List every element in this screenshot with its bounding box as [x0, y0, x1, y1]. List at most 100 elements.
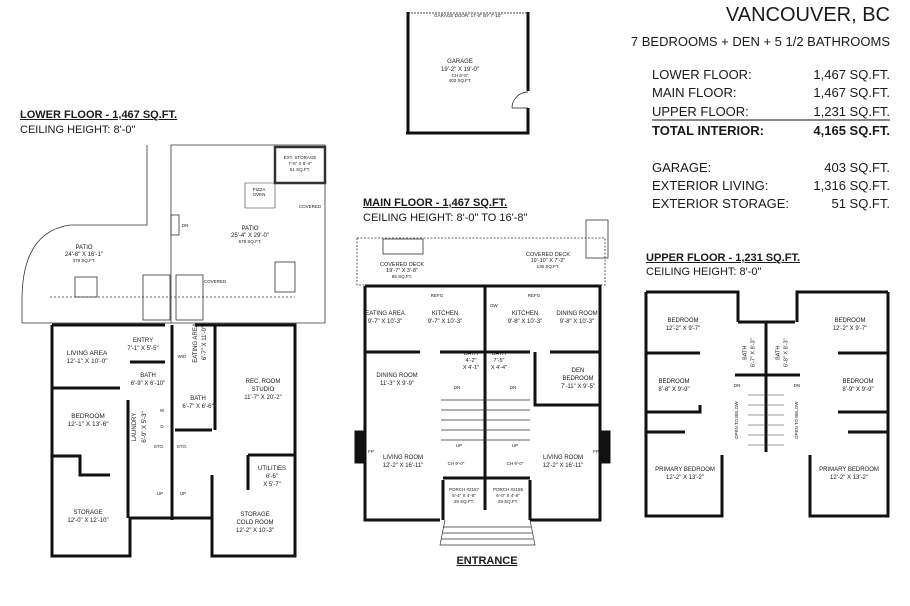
room-bedroom: BEDROOM	[71, 413, 105, 420]
room-dining-right: DINING ROOM	[556, 311, 598, 317]
room-bath-left: BATH	[742, 345, 749, 360]
room-dims: 12'-2" X 16'-11"	[542, 463, 584, 469]
room-area: 29 SQ.FT.	[497, 499, 519, 504]
entrance-stairs	[439, 399, 536, 546]
main-floor-outline	[356, 219, 609, 286]
room-dims: 12'-1" X 13'-6"	[67, 421, 109, 428]
garage-door-label: GARAGE DOOR: 17'-8" BY 7'-10"	[434, 13, 502, 18]
lower-title-text: LOWER FLOOR - 1,467 SQ.FT.	[20, 109, 178, 121]
room-dims: 11'-7" X 20'-2"	[244, 395, 282, 401]
room-dims: 12'-1" X 10'-0"	[66, 358, 108, 365]
garage-dims: 19'-2" X 19'-0"	[441, 67, 479, 73]
room-area: 136 SQ.FT.	[536, 264, 560, 269]
room-bath: BATH	[140, 373, 156, 379]
rooms-summary: 7 BEDROOMS + DEN + 5 1/2 BATHROOMS	[630, 34, 890, 49]
room-dims: 7'-1" X 5'-5"	[127, 346, 159, 352]
room-dims: 12'-2" X 9'-7"	[665, 326, 701, 332]
room-den: DEN	[571, 368, 585, 374]
room-dims: 9'-7" X 10'-3"	[367, 319, 403, 325]
room-area: 379 SQ.FT.	[72, 258, 96, 263]
stat-label: EXTERIOR LIVING:	[652, 178, 769, 193]
room-dims: 7'-11" X 9'-5"	[560, 384, 596, 390]
room-primary-bedroom: PRIMARY BEDROOM	[819, 467, 879, 473]
room-dims: 8'-8" X 9'-9"	[658, 387, 690, 393]
room-dims: 24'-8" X 16'-1"	[65, 252, 103, 258]
garage-area: 403 SQ.FT.	[448, 78, 472, 83]
lower-floor-walls	[50, 323, 297, 558]
room-dims: X 5'-7"	[263, 482, 281, 488]
room-eating-area: EATING AREA	[365, 311, 405, 317]
fp-note: FP	[368, 449, 374, 454]
room-dims: 12'-2" X 10'-3"	[236, 528, 274, 534]
room-dims: 6'-8" X 8'-3"	[783, 338, 790, 368]
covered-note: COVERED	[203, 279, 227, 284]
room-storage-cold: STORAGE	[240, 512, 270, 518]
room-utilities: UTILITIES	[257, 466, 287, 472]
room-dims: 12'-2" X 9'-7"	[832, 326, 868, 332]
room-den-bedroom: BEDROOM	[562, 376, 594, 382]
upper-floor-ceiling: CEILING HEIGHT: 8'-0"	[646, 266, 762, 278]
stat-value: 1,467 SQ.FT.	[813, 85, 890, 100]
room-dims: 8'-9" X 9'-9"	[842, 387, 874, 393]
pizza-oven: PIZZA OVEN	[252, 187, 266, 197]
room-entry: ENTRY	[132, 338, 154, 344]
room-living-area: LIVING AREA	[66, 350, 108, 357]
open-to-below: OPEN TO BELOW	[793, 401, 799, 440]
room-rec-room: REC. ROOM	[245, 379, 281, 385]
stat-value: 1,316 SQ.FT.	[813, 178, 890, 193]
room-dims: 25'-4" X 29'-0"	[231, 233, 269, 239]
lower-floor-title: LOWER FLOOR - 1,467 SQ.FT.	[20, 110, 177, 121]
wd-note: W/D	[177, 354, 187, 359]
room-dims: 12'-2" X 13'-2"	[666, 475, 704, 481]
main-floor-walls	[354, 284, 611, 522]
up-note: UP	[455, 443, 463, 448]
upper-floor-walls	[644, 290, 890, 518]
dw-note: DW	[490, 303, 498, 308]
ch-note: CH 9'-0"	[506, 461, 524, 466]
room-bedroom: BEDROOM	[658, 379, 690, 385]
room-bath-left: BATH	[463, 351, 479, 357]
room-area: 29 SQ.FT.	[453, 499, 475, 504]
ch-note: CH 9'-0"	[447, 461, 465, 466]
stat-label-total: TOTAL INTERIOR:	[652, 123, 764, 138]
room-area: 51 SQ.FT.	[289, 167, 311, 172]
room-porch-right: PORCH #2155	[492, 487, 524, 492]
stat-value: 1,231 SQ.FT.	[813, 104, 890, 119]
room-eating-area: EATING AREA	[193, 323, 199, 363]
room-dims: X 4'-4"	[490, 365, 508, 371]
room-dims: 19'-10" X 7'-2"	[530, 258, 566, 264]
room-dims: 12'-2" X 13'-2"	[830, 475, 868, 481]
room-dining-left: DINING ROOM	[376, 373, 418, 379]
stat-value: 51 SQ.FT.	[831, 196, 890, 211]
room-covered-deck-right: COVERED DECK	[525, 252, 571, 258]
room-dims: 6'-4" X 4'-8"	[452, 493, 476, 498]
sto-note: STO.	[176, 444, 188, 449]
garage-name: GARAGE	[447, 59, 473, 65]
room-dims: 4'-2"	[465, 358, 477, 364]
room-storage: STORAGE	[73, 510, 103, 516]
room-bedroom: BEDROOM	[667, 318, 699, 324]
stat-label: UPPER FLOOR:	[652, 104, 749, 119]
upper-floor-title: UPPER FLOOR - 1,231 SQ.FT.	[646, 253, 800, 264]
room-dims: 12'-0" X 12'-10"	[67, 518, 109, 524]
room-dims: 6'-9" X 5'-3"	[142, 411, 148, 443]
lower-patio-outline	[21, 144, 327, 324]
up-note: UP	[511, 443, 519, 448]
dn-note: DN	[733, 383, 741, 388]
garage-walls	[406, 12, 530, 135]
room-kitchen-right: KITCHEN	[511, 311, 539, 317]
room-area: 85 SQ.FT.	[391, 274, 413, 279]
room-cold-room: COLD ROOM	[236, 520, 274, 526]
room-laundry: LAUNDRY	[132, 412, 138, 442]
entrance-label: ENTRANCE	[456, 555, 518, 567]
sto-note: STO.	[153, 444, 165, 449]
upper-title-text: UPPER FLOOR - 1,231 SQ.FT.	[646, 252, 801, 264]
room-dims: 6'-9" X 6'-10"	[130, 381, 166, 387]
room-dims: 6'-7" X 8'-3"	[750, 338, 757, 368]
room-bedroom: BEDROOM	[834, 318, 866, 324]
main-floor-title: MAIN FLOOR - 1,467 SQ.FT.	[363, 198, 507, 209]
stat-value-total: 4,165 SQ.FT.	[813, 123, 890, 138]
stat-value: 403 SQ.FT.	[824, 160, 890, 175]
dn-note: DN	[453, 385, 461, 390]
room-dims: 6'-7" X 11'-0"	[202, 325, 208, 361]
